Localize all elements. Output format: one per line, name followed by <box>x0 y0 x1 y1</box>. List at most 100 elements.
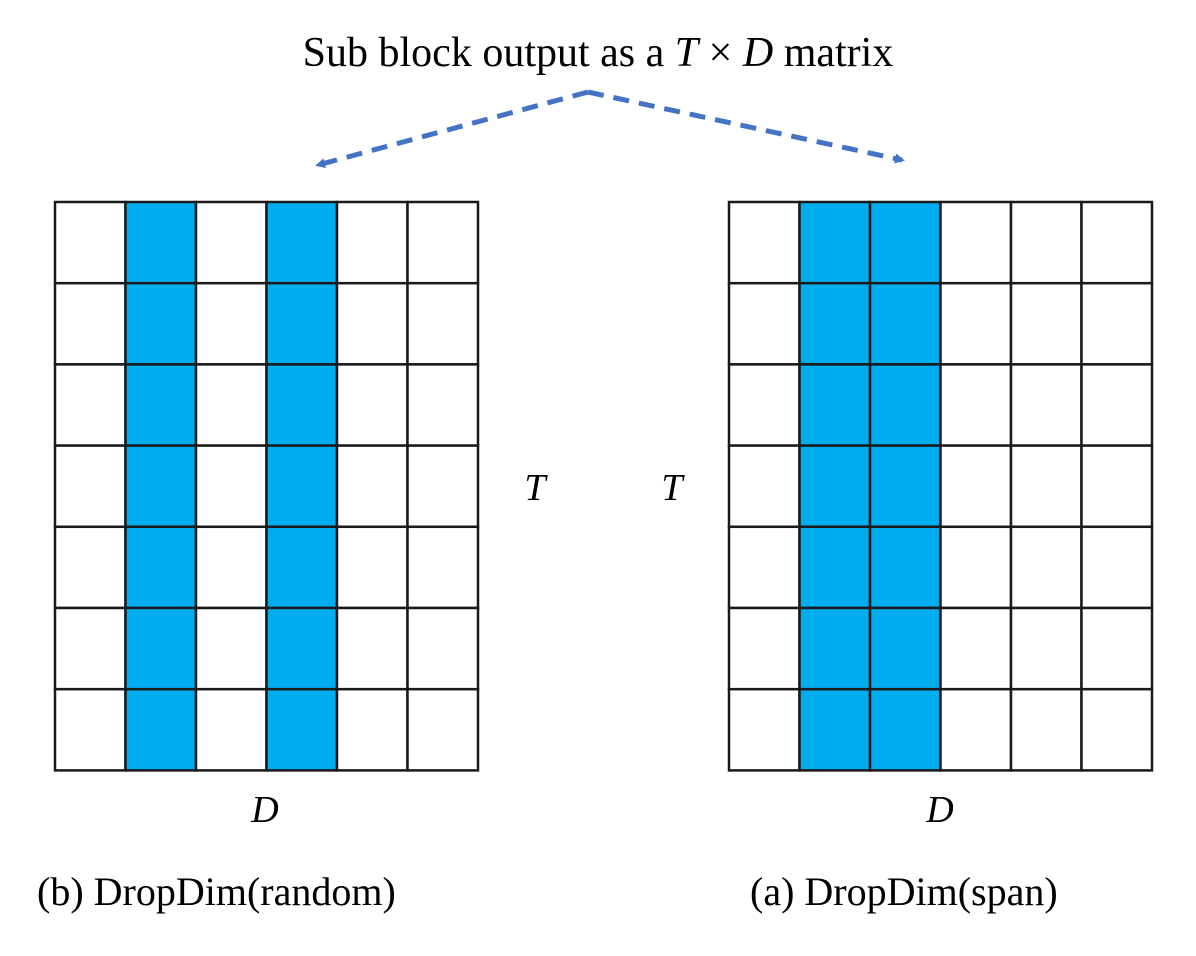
kept-cell <box>406 444 480 529</box>
title-prefix: Sub block output as a <box>303 30 675 76</box>
random-col-label: D <box>250 789 278 831</box>
dropped-cell <box>868 687 942 772</box>
kept-cell <box>406 606 480 691</box>
kept-cell <box>1009 606 1083 691</box>
kept-cell <box>1080 281 1154 366</box>
kept-cell <box>939 606 1013 691</box>
dropped-cell <box>265 200 339 285</box>
kept-cell <box>1009 687 1083 772</box>
dropped-cell <box>124 281 198 366</box>
kept-cell <box>335 444 409 529</box>
kept-cell <box>335 200 409 285</box>
dropped-cell <box>798 281 872 366</box>
dropped-cell <box>265 606 339 691</box>
kept-cell <box>1080 606 1154 691</box>
kept-cell <box>727 281 801 366</box>
kept-cell <box>1080 200 1154 285</box>
kept-cell <box>194 281 268 366</box>
kept-cell <box>53 687 127 772</box>
kept-cell <box>194 687 268 772</box>
dropped-cell <box>868 444 942 529</box>
arrow-to-span-matrix <box>587 89 905 164</box>
dropped-cell <box>124 606 198 691</box>
kept-cell <box>727 200 801 285</box>
title-var-t: T <box>675 30 701 76</box>
kept-cell <box>1080 525 1154 610</box>
dropped-cell <box>798 687 872 772</box>
dropped-cell <box>798 444 872 529</box>
kept-cell <box>1080 363 1154 447</box>
kept-cell <box>727 606 801 691</box>
kept-cell <box>1080 687 1154 772</box>
caption-random: (b) DropDim(random) <box>37 869 396 914</box>
dropped-cell <box>265 525 339 610</box>
dropped-cell <box>265 281 339 366</box>
title-times-sign: × <box>709 30 733 76</box>
matrix-random <box>53 200 480 772</box>
kept-cell <box>1009 281 1083 366</box>
dropped-cell <box>265 444 339 529</box>
kept-cell <box>194 200 268 285</box>
kept-cell <box>53 200 127 285</box>
dropped-cell <box>868 200 942 285</box>
kept-cell <box>406 281 480 366</box>
dropped-cell <box>124 525 198 610</box>
kept-cell <box>727 444 801 529</box>
kept-cell <box>53 525 127 610</box>
kept-cell <box>1080 444 1154 529</box>
dropped-cell <box>124 363 198 447</box>
kept-cell <box>335 606 409 691</box>
kept-cell <box>53 444 127 529</box>
kept-cell <box>406 363 480 447</box>
kept-cell <box>335 525 409 610</box>
matrix-span <box>727 200 1154 772</box>
diagram-title: Sub block output as a T × D matrix <box>303 30 894 76</box>
kept-cell <box>1009 525 1083 610</box>
caption-span: (a) DropDim(span) <box>750 869 1058 914</box>
dropped-cell <box>798 606 872 691</box>
kept-cell <box>335 687 409 772</box>
dropped-cell <box>124 444 198 529</box>
span-col-label: D <box>925 789 953 831</box>
kept-cell <box>727 525 801 610</box>
title-suffix: matrix <box>784 30 894 76</box>
kept-cell <box>727 687 801 772</box>
dropped-cell <box>868 363 942 447</box>
kept-cell <box>727 363 801 447</box>
kept-cell <box>939 281 1013 366</box>
arrow-to-random-matrix <box>315 89 589 168</box>
dropped-cell <box>265 687 339 772</box>
kept-cell <box>939 444 1013 529</box>
dropped-cell <box>868 281 942 366</box>
dropped-cell <box>868 525 942 610</box>
kept-cell <box>53 606 127 691</box>
kept-cell <box>939 363 1013 447</box>
title-var-d: D <box>742 30 773 76</box>
dropped-cell <box>265 363 339 447</box>
random-row-label: T <box>524 467 548 509</box>
kept-cell <box>194 444 268 529</box>
kept-cell <box>194 606 268 691</box>
kept-cell <box>335 281 409 366</box>
kept-cell <box>335 363 409 447</box>
span-row-label: T <box>661 467 685 509</box>
kept-cell <box>939 200 1013 285</box>
dropped-cell <box>798 363 872 447</box>
kept-cell <box>939 687 1013 772</box>
kept-cell <box>1009 363 1083 447</box>
dropped-cell <box>798 200 872 285</box>
kept-cell <box>194 525 268 610</box>
kept-cell <box>406 200 480 285</box>
kept-cell <box>1009 200 1083 285</box>
dropped-cell <box>868 606 942 691</box>
kept-cell <box>939 525 1013 610</box>
dropped-cell <box>124 687 198 772</box>
dropped-cell <box>124 200 198 285</box>
kept-cell <box>53 281 127 366</box>
kept-cell <box>194 363 268 447</box>
kept-cell <box>406 525 480 610</box>
kept-cell <box>1009 444 1083 529</box>
dropped-cell <box>798 525 872 610</box>
kept-cell <box>53 363 127 447</box>
